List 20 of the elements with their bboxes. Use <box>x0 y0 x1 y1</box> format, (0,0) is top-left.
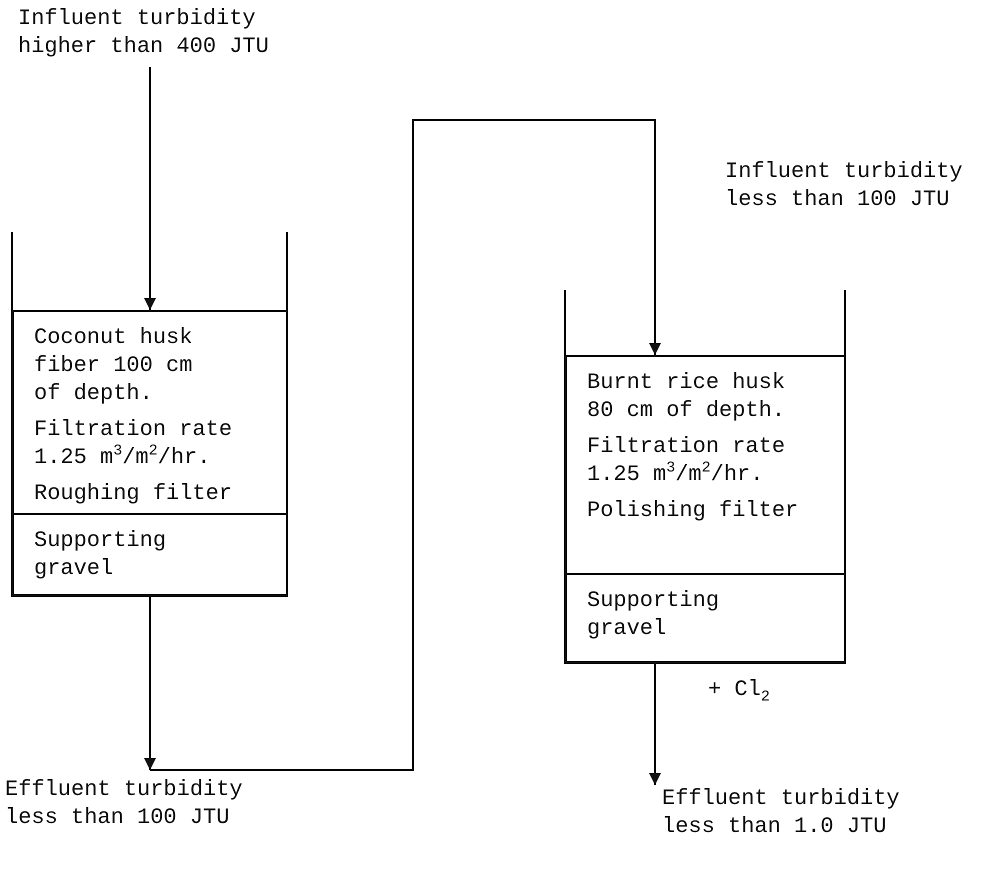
layer-description: Supporting gravel <box>587 587 720 643</box>
layer-description: Burnt rice husk 80 cm of depth. <box>587 369 786 425</box>
layer-description: Coconut husk fiber 100 cm of depth. <box>34 324 194 408</box>
layer-description: Filtration rate 1.25 m$^{3}$/m$^{2}$/hr. <box>587 433 786 489</box>
filter-layer-box <box>565 355 846 575</box>
layer-description: Filtration rate 1.25 m$^{3}$/m$^{2}$/hr. <box>34 416 234 472</box>
flow-arrow <box>649 663 661 785</box>
layer-description: Polishing filter <box>587 497 800 525</box>
turbidity-note: Effluent turbidity less than 100 JTU <box>5 776 244 832</box>
filter-layer-box <box>12 513 288 596</box>
chlorine-dose-label: + Cl$_{2}$ <box>708 676 770 705</box>
turbidity-note: Influent turbidity less than 100 JTU <box>725 158 964 214</box>
layer-description: Supporting gravel <box>34 527 168 583</box>
flow-arrow <box>144 67 156 310</box>
turbidity-note: Influent turbidity higher than 400 JTU <box>18 5 270 61</box>
filter-layer-box <box>12 310 288 515</box>
flow-arrow <box>150 119 661 771</box>
turbidity-note: Effluent turbidity less than 1.0 JTU <box>662 785 901 841</box>
layer-description: Roughing filter <box>34 480 234 508</box>
flow-arrow <box>144 596 156 770</box>
